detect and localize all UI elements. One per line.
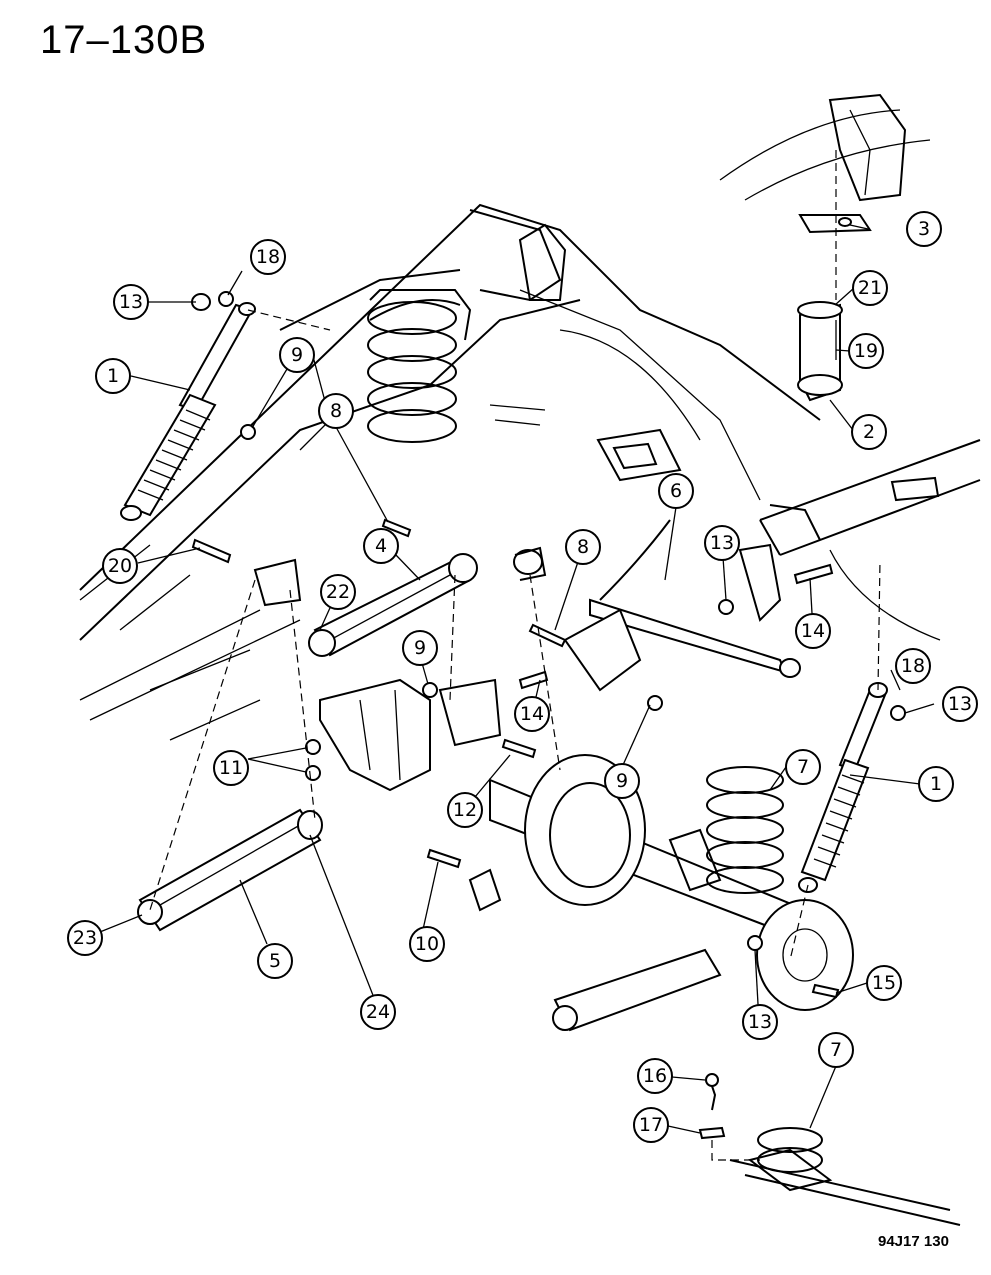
svg-text:20: 20 [108, 555, 132, 577]
svg-text:7: 7 [797, 756, 809, 778]
jounce-bumper [797, 150, 872, 402]
svg-text:18: 18 [256, 246, 280, 268]
vehicle-frame [79, 93, 981, 741]
callout-9c: 9 [604, 763, 640, 799]
assembly-lines [149, 309, 881, 961]
svg-text:3: 3 [918, 218, 930, 240]
svg-text:7: 7 [830, 1039, 842, 1061]
callout-3: 3 [906, 211, 942, 247]
callout-19: 19 [848, 333, 884, 369]
coil-spring-lower [706, 766, 784, 894]
figure-code: 94J17 130 [878, 1233, 949, 1250]
svg-text:22: 22 [326, 581, 350, 603]
svg-text:17: 17 [639, 1114, 663, 1136]
callout-5: 5 [257, 943, 293, 979]
svg-text:8: 8 [330, 400, 342, 422]
callout-4: 4 [363, 528, 399, 564]
callout-6: 6 [658, 473, 694, 509]
upper-control-arm [308, 546, 547, 657]
callout-18a: 18 [250, 239, 286, 275]
svg-text:5: 5 [269, 950, 281, 972]
coil-spring-upper [367, 289, 472, 443]
svg-text:9: 9 [616, 770, 628, 792]
callout-1a: 1 [95, 358, 131, 394]
callout-20: 20 [102, 548, 138, 584]
callout-2: 2 [851, 414, 887, 450]
svg-text:13: 13 [948, 693, 972, 715]
svg-text:9: 9 [414, 637, 426, 659]
track-bar [589, 519, 801, 678]
callout-8b: 8 [565, 529, 601, 565]
callout-23: 23 [67, 920, 103, 956]
callout-18b: 18 [895, 648, 931, 684]
callouts: 1 1 2 3 4 5 6 7 7 8 8 9 9 9 10 11 12 13 … [67, 211, 978, 1143]
svg-text:13: 13 [748, 1011, 772, 1033]
svg-text:13: 13 [710, 532, 734, 554]
callout-7a: 7 [785, 749, 821, 785]
callout-13a: 13 [113, 284, 149, 320]
svg-text:19: 19 [854, 340, 878, 362]
callout-14a: 14 [514, 696, 550, 732]
callout-17: 17 [633, 1107, 669, 1143]
svg-text:21: 21 [858, 277, 882, 299]
callout-13c: 13 [942, 686, 978, 722]
svg-text:14: 14 [520, 703, 544, 725]
svg-text:18: 18 [901, 655, 925, 677]
svg-text:2: 2 [863, 421, 875, 443]
shock-absorber-left [120, 302, 256, 521]
hardware [191, 291, 906, 999]
callout-22: 22 [320, 574, 356, 610]
detail-view [698, 1073, 961, 1226]
page-id: 17–130B [40, 18, 208, 62]
callout-21: 21 [852, 270, 888, 306]
callout-7b: 7 [818, 1032, 854, 1068]
svg-text:1: 1 [930, 773, 942, 795]
callout-16: 16 [637, 1058, 673, 1094]
callout-24: 24 [360, 994, 396, 1030]
callout-9a: 9 [279, 337, 315, 373]
callout-12: 12 [447, 792, 483, 828]
svg-text:11: 11 [219, 757, 243, 779]
brackets [253, 543, 782, 792]
callout-8a: 8 [318, 393, 354, 429]
svg-text:16: 16 [643, 1065, 667, 1087]
callout-13b: 13 [704, 525, 740, 561]
svg-text:10: 10 [415, 933, 439, 955]
svg-text:1: 1 [107, 365, 119, 387]
svg-text:14: 14 [801, 620, 825, 642]
svg-text:24: 24 [366, 1001, 390, 1023]
callout-10: 10 [409, 926, 445, 962]
svg-text:15: 15 [872, 972, 896, 994]
lower-control-arm-left [137, 808, 323, 932]
callout-1b: 1 [918, 766, 954, 802]
callout-11: 11 [213, 750, 249, 786]
shock-absorber-right [798, 682, 888, 893]
svg-text:23: 23 [73, 927, 97, 949]
svg-text:4: 4 [375, 535, 387, 557]
svg-text:8: 8 [577, 536, 589, 558]
svg-text:12: 12 [453, 799, 477, 821]
svg-text:13: 13 [119, 291, 143, 313]
callout-15: 15 [866, 965, 902, 1001]
callout-9b: 9 [402, 630, 438, 666]
lower-control-arm-right [552, 948, 722, 1032]
callout-13d: 13 [742, 1004, 778, 1040]
svg-text:6: 6 [670, 480, 682, 502]
callout-14b: 14 [795, 613, 831, 649]
svg-text:9: 9 [291, 344, 303, 366]
